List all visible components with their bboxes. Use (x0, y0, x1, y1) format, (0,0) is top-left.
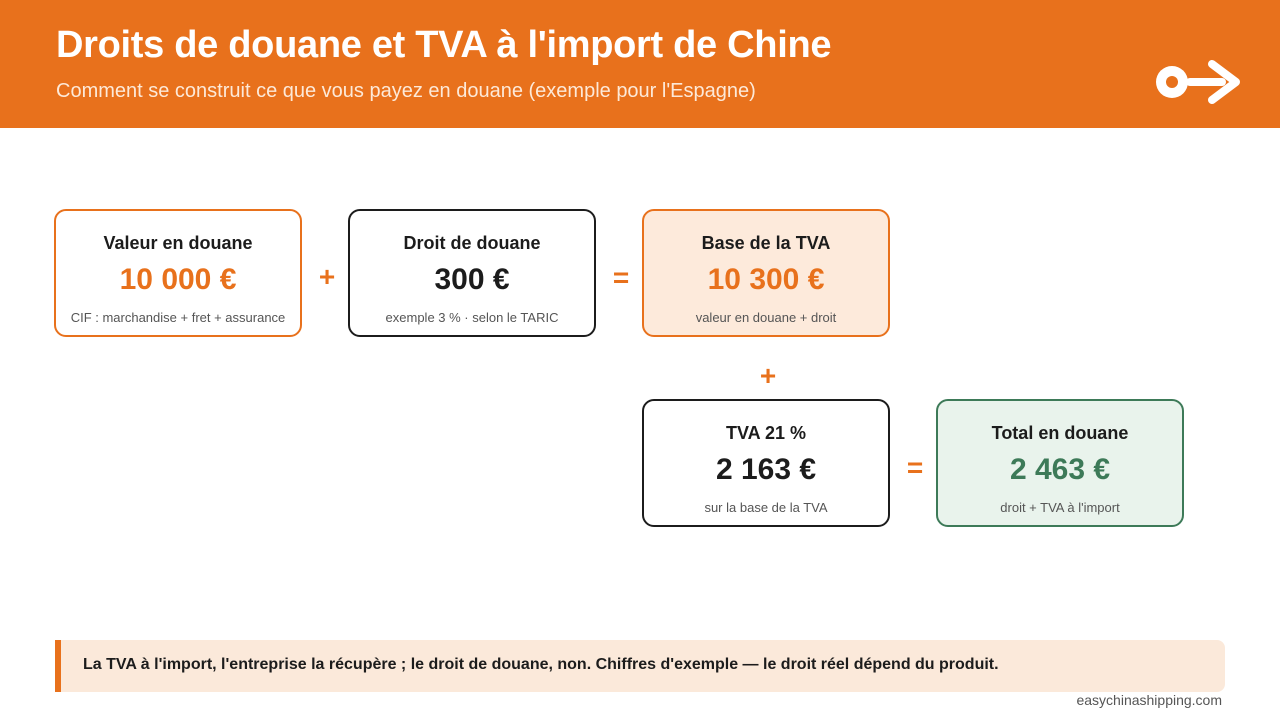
customs-duty-note: exemple 3 % · selon le TARIC (385, 310, 559, 325)
total-note: droit + TVA à l'import (1000, 500, 1120, 515)
callout-note: La TVA à l'import, l'entreprise la récup… (55, 640, 1225, 692)
total-amount: 2 463 € (1009, 453, 1111, 486)
customs-duty-title: Droit de douane (403, 233, 541, 253)
vat-note: sur la base de la TVA (704, 500, 828, 515)
vat-title: TVA 21 % (725, 423, 807, 443)
vat-base-amount: 10 300 € (707, 263, 825, 296)
page-title: Droits de douane et TVA à l'import de Ch… (56, 24, 832, 66)
total-title: Total en douane (991, 423, 1129, 443)
vat-base-box: Base de la TVA 10 300 € valeur en douane… (642, 209, 890, 337)
page-subtitle: Comment se construit ce que vous payez e… (56, 80, 756, 102)
total-box: Total en douane 2 463 € droit + TVA à l'… (936, 399, 1184, 527)
arrow-key-logo-icon (1156, 60, 1240, 104)
equals-operator: = (612, 262, 630, 293)
header-banner: Droits de douane et TVA à l'import de Ch… (0, 0, 1280, 128)
plus-operator: + (318, 261, 336, 292)
equals-operator: = (906, 452, 924, 483)
customs-value-box: Valeur en douane 10 000 € CIF : marchand… (54, 209, 302, 337)
customs-value-amount: 10 000 € (119, 263, 237, 296)
vat-base-note: valeur en douane + droit (695, 310, 837, 325)
customs-value-note: CIF : marchandise + fret + assurance (70, 310, 286, 325)
footer-brand: easychinashipping.com (1076, 692, 1222, 708)
callout-text: La TVA à l'import, l'entreprise la récup… (83, 656, 999, 673)
customs-duty-box: Droit de douane 300 € exemple 3 % · selo… (348, 209, 596, 337)
vat-box: TVA 21 % 2 163 € sur la base de la TVA (642, 399, 890, 527)
customs-value-title: Valeur en douane (103, 233, 253, 253)
plus-operator: + (759, 360, 777, 391)
vat-base-title: Base de la TVA (701, 233, 831, 253)
customs-duty-amount: 300 € (434, 263, 510, 296)
vat-amount: 2 163 € (715, 453, 817, 486)
